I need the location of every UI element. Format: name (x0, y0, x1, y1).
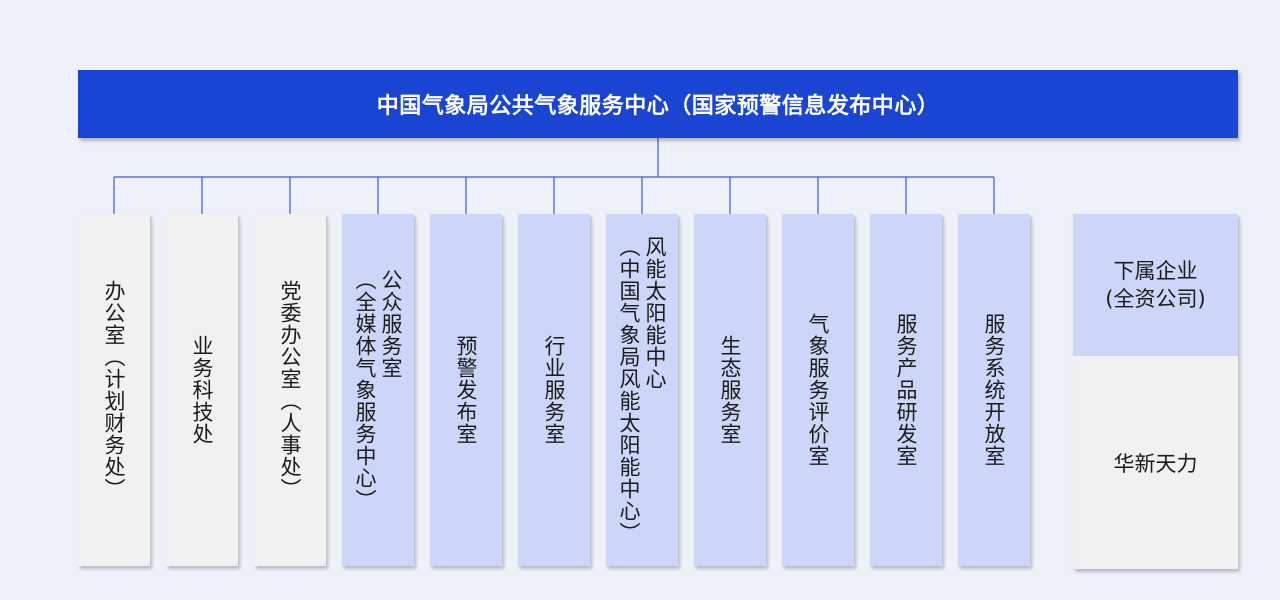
department-box: 预警发布室 (430, 214, 502, 566)
department-box: 服务产品研发室 (870, 214, 942, 566)
department-label: 生态服务室 (718, 335, 742, 445)
department-label: 业务科技处 (190, 335, 214, 445)
department-label: 预警发布室 (454, 335, 478, 445)
subsidiary-company-name: 华新天力 (1113, 451, 1198, 476)
department-label: 服务产品研发室 (894, 313, 918, 467)
department-label: 公众服务室 （全媒体气象服务中心） (353, 269, 403, 511)
subsidiary-title: 下属企业 (1113, 259, 1198, 283)
department-box: 服务系统开放室 (958, 214, 1030, 566)
subsidiary-company: 华新天力 (1073, 356, 1238, 569)
department-label: 行业服务室 (542, 335, 566, 445)
department-box: 公众服务室 （全媒体气象服务中心） (342, 214, 414, 566)
root-node: 中国气象局公共气象服务中心（国家预警信息发布中心） (78, 70, 1238, 138)
department-box: 生态服务室 (694, 214, 766, 566)
department-label: 服务系统开放室 (982, 313, 1006, 467)
subsidiary-subtitle: (全资公司) (1105, 287, 1206, 311)
subsidiary-header: 下属企业 (全资公司) (1073, 214, 1238, 356)
subsidiary-box: 下属企业 (全资公司) 华新天力 (1073, 214, 1238, 569)
department-label: 党委办公室（人事处） (278, 280, 302, 500)
department-box: 业务科技处 (166, 214, 238, 566)
department-label: 办公室（计划财务处） (102, 280, 126, 500)
department-box: 党委办公室（人事处） (254, 214, 326, 566)
department-box: 行业服务室 (518, 214, 590, 566)
department-label: 风能太阳能中心 （中国气象局风能太阳能中心） (617, 236, 667, 544)
department-box: 办公室（计划财务处） (78, 214, 150, 566)
department-box: 气象服务评价室 (782, 214, 854, 566)
root-node-label: 中国气象局公共气象服务中心（国家预警信息发布中心） (376, 94, 940, 119)
department-label: 气象服务评价室 (806, 313, 830, 467)
department-box: 风能太阳能中心 （中国气象局风能太阳能中心） (606, 214, 678, 566)
